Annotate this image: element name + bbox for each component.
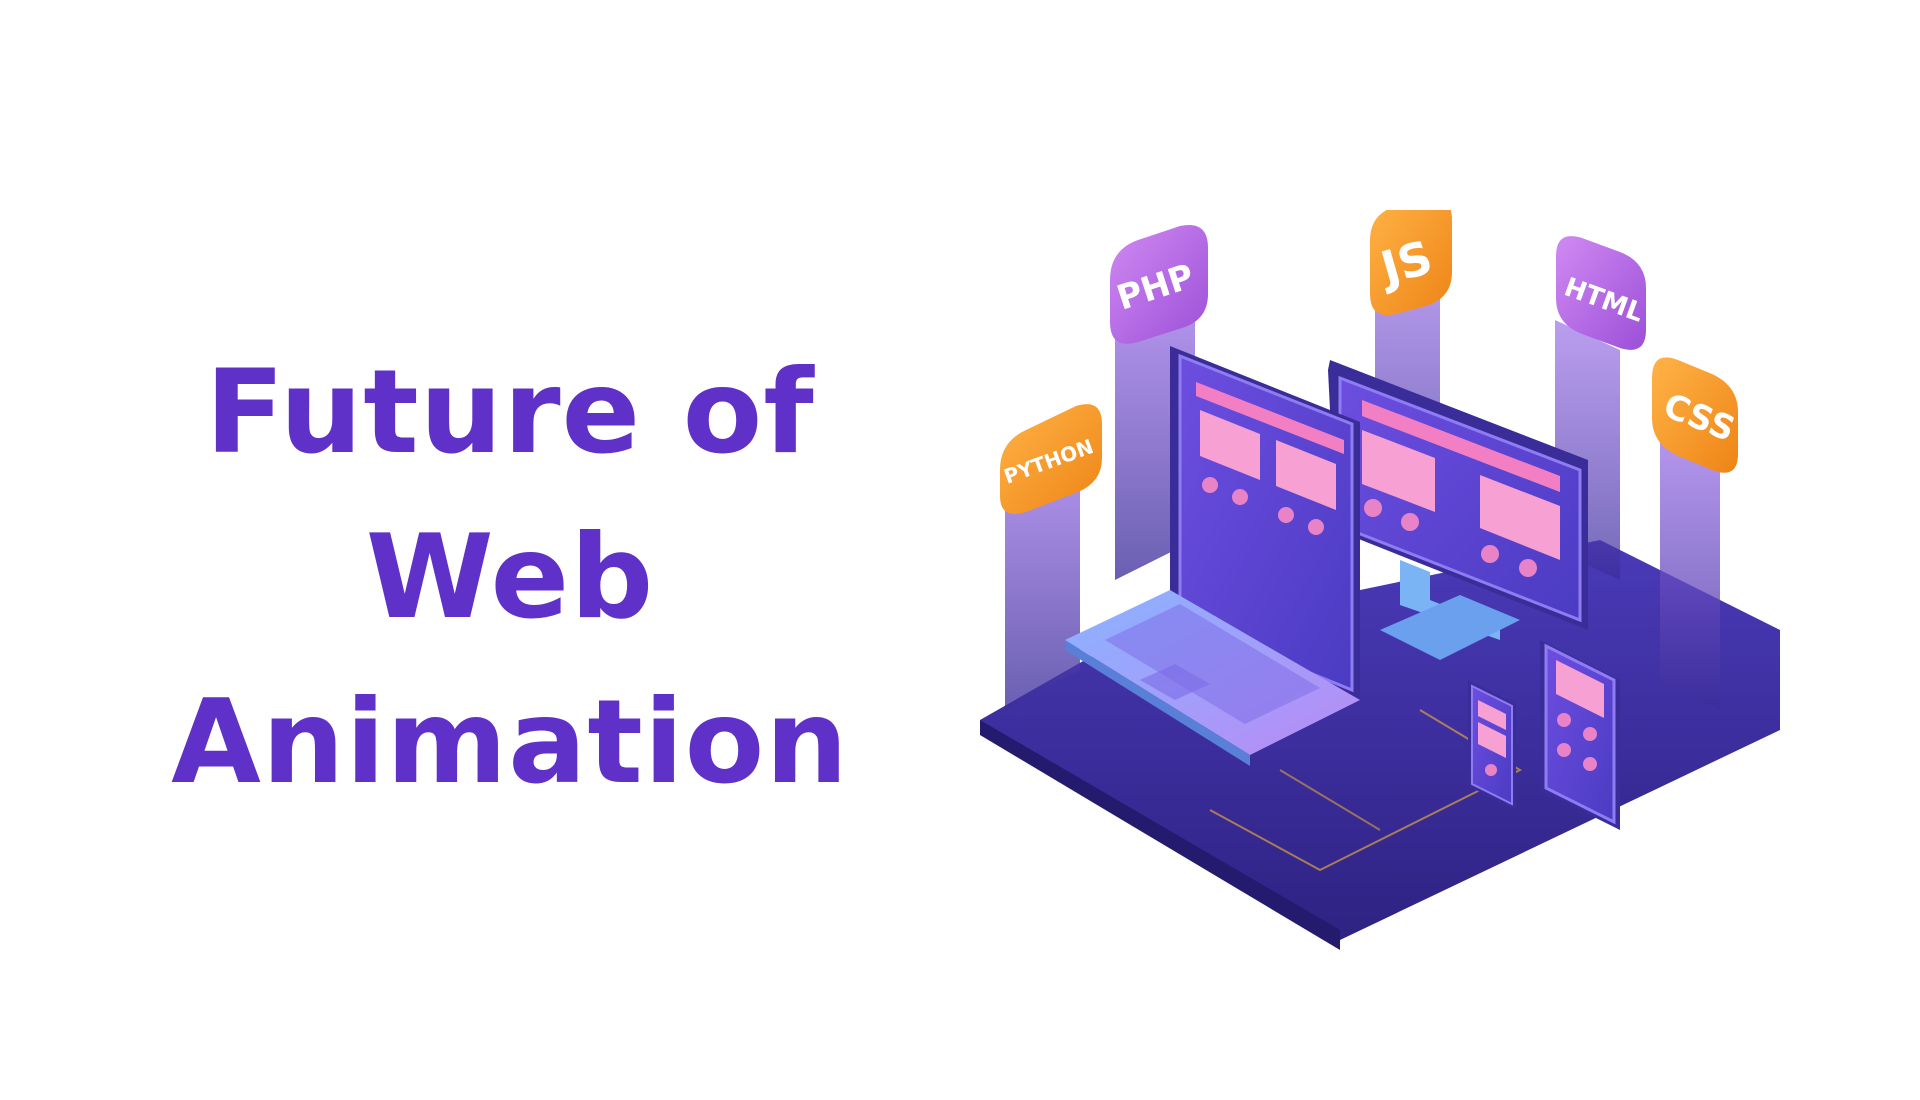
heading-line-1: Future of — [205, 345, 815, 480]
php-badge: PHP — [1110, 224, 1208, 344]
laptop — [1065, 346, 1360, 766]
web-development-illustration: PYTHON PHP JS HTML CSS — [980, 210, 1780, 950]
smartphone — [1468, 680, 1516, 810]
js-badge: JS — [1370, 210, 1452, 315]
badge-pillars — [1005, 250, 1720, 710]
css-badge: CSS — [1652, 357, 1740, 473]
html-badge: HTML — [1556, 236, 1647, 350]
tablet — [1540, 640, 1620, 830]
heading-line-3: Animation — [171, 675, 849, 810]
python-badge: PYTHON — [1000, 404, 1102, 514]
page-heading: Future of Web Animation — [120, 330, 900, 825]
desktop-monitor — [1328, 360, 1588, 660]
heading-line-2: Web — [365, 510, 655, 645]
